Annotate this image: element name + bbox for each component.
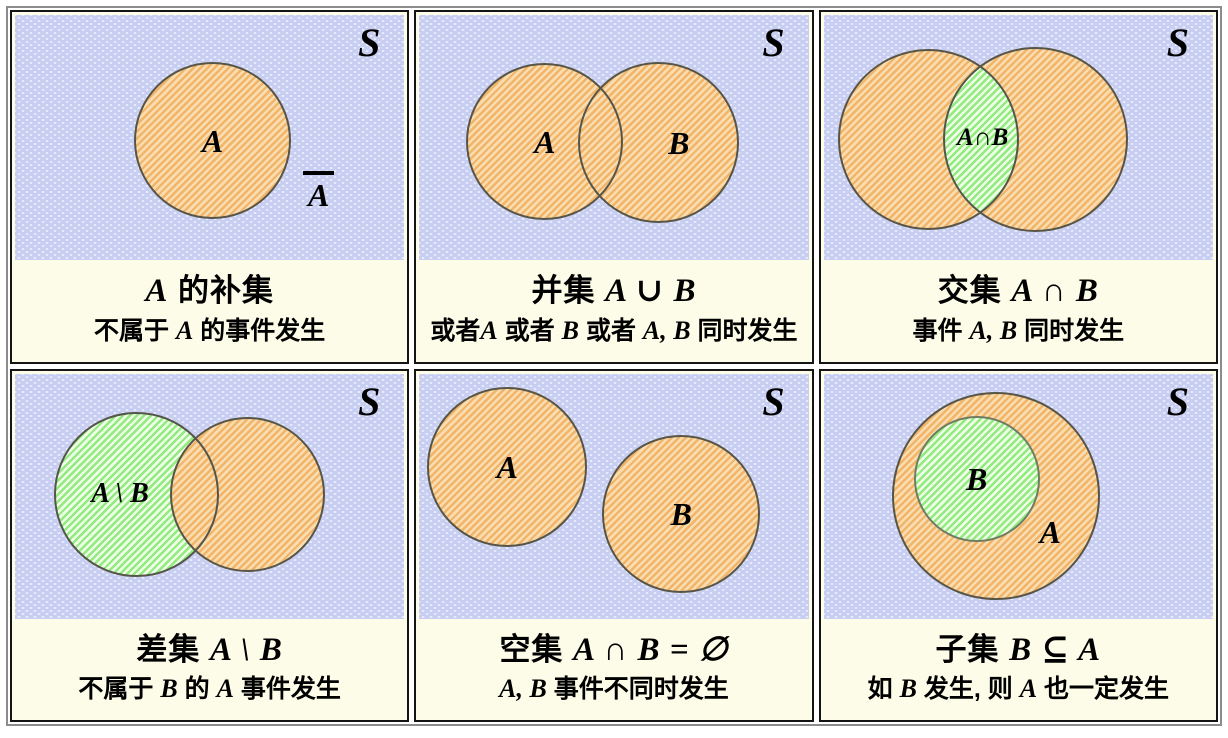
caption-subtitle: 或者A 或者 B 或者 A, B 同时发生 (430, 315, 798, 346)
set-b-outline (170, 416, 325, 572)
universe-label: S (762, 378, 785, 424)
caption-title: 交集 A ∩ B (938, 273, 1099, 309)
set-b-outline (942, 47, 1128, 232)
set-a-label: A (1039, 513, 1061, 550)
universe-box: S A B (419, 373, 809, 619)
caption-text: 同时发生 (690, 316, 798, 345)
caption-text: 的事件发生 (193, 316, 326, 345)
caption-text: 事件 (912, 316, 970, 345)
universe-label: S (358, 20, 381, 65)
universe-label: S (762, 20, 785, 65)
caption-text: 同时发生 (1017, 316, 1125, 345)
math-text: B (899, 674, 917, 704)
math-text: A (175, 315, 194, 345)
caption-text: 也一定发生 (1037, 675, 1170, 704)
universe-box: S A B (419, 15, 809, 260)
venn-cell-subset: S B A 子集 B ⊆ A 如 B 发生, 则 A 也一定发生 (818, 368, 1218, 722)
caption: 子集 B ⊆ A 如 B 发生, 则 A 也一定发生 (824, 619, 1213, 718)
venn-cell-complement: S A A A 的补集 不属于 A 的事件发生 (10, 10, 410, 364)
universe-box: S A \ B (15, 373, 405, 619)
complement-label: A (303, 171, 335, 211)
caption-text: 或者 (430, 316, 481, 345)
difference-label: A \ B (91, 477, 149, 509)
caption-subtitle: 事件 A, B 同时发生 (912, 315, 1125, 346)
a-bar-text: A (303, 171, 335, 211)
caption: 空集 A ∩ B = ∅ A, B 事件不同时发生 (419, 619, 808, 718)
caption-title: 差集 A \ B (136, 632, 283, 668)
caption: 交集 A ∩ B 事件 A, B 同时发生 (824, 260, 1213, 359)
caption: 并集 A ∪ B 或者A 或者 B 或者 A, B 同时发生 (419, 260, 808, 359)
caption-text: 的补集 (168, 273, 274, 309)
math-text: A (216, 674, 234, 704)
caption-text: 空集 (499, 631, 574, 667)
caption-text: 或者 (579, 316, 643, 345)
venn-cell-union: S A B 并集 A ∪ B 或者A 或者 B 或者 A, B 同时发生 (414, 10, 814, 364)
caption-title: 并集 A ∪ B (532, 273, 697, 309)
venn-cell-intersection: S A∩B 交集 A ∩ B 事件 A, B 同时发生 (818, 10, 1218, 364)
caption-title: A 的补集 (145, 273, 274, 309)
caption-text: 或者 (497, 316, 562, 345)
set-b-outline (602, 434, 761, 593)
venn-grid: S A A A 的补集 不属于 A 的事件发生 S A (10, 10, 1218, 722)
math-text: A ∩ B = ∅ (573, 631, 729, 668)
caption-text: 不属于 (94, 316, 176, 345)
caption-text: 差集 (136, 631, 211, 667)
universe-box: S A∩B (823, 15, 1213, 260)
math-text: A, B (969, 315, 1018, 345)
caption-title: 空集 A ∩ B = ∅ (499, 632, 728, 668)
math-text: B (561, 315, 580, 345)
math-text: A ∪ B (605, 273, 697, 310)
universe-box: S B A (823, 373, 1213, 619)
math-text: A (1019, 674, 1038, 704)
caption: A 的补集 不属于 A 的事件发生 (15, 260, 404, 359)
caption-text: 发生, 则 (916, 675, 1020, 704)
caption-title: 子集 B ⊆ A (936, 632, 1102, 668)
math-text: A, B (642, 315, 691, 345)
caption-text: 子集 (935, 631, 1010, 667)
venn-cell-empty-set: S A B 空集 A ∩ B = ∅ A, B 事件不同时发生 (414, 368, 814, 722)
set-b-outline (578, 62, 740, 223)
universe-box: S A A (15, 15, 405, 260)
caption-text: 事件发生 (233, 675, 341, 704)
set-a-outline (891, 391, 1100, 600)
caption-text: 并集 (531, 273, 606, 309)
intersection-label: A∩B (956, 124, 1009, 151)
set-a-outline (134, 62, 291, 219)
caption-text: 事件不同时发生 (546, 675, 729, 704)
math-text: A (145, 273, 169, 310)
caption-subtitle: 如 B 发生, 则 A 也一定发生 (867, 674, 1170, 704)
universe-label: S (1166, 20, 1189, 65)
caption-subtitle: 不属于 B 的 A 事件发生 (78, 674, 341, 704)
caption: 差集 A \ B 不属于 B 的 A 事件发生 (15, 619, 404, 718)
caption-text: 的 (177, 675, 217, 704)
caption-subtitle: 不属于 A 的事件发生 (94, 315, 326, 346)
universe-label: S (1166, 378, 1189, 424)
math-text: A, B (499, 674, 547, 704)
math-text: B (160, 674, 178, 704)
venn-cell-difference: S A \ B 差集 A \ B 不属于 B 的 A 事件发生 (10, 368, 410, 722)
caption-text: 如 (867, 675, 900, 704)
universe-label: S (358, 378, 381, 424)
math-text: A \ B (210, 631, 283, 668)
set-a-outline (427, 386, 588, 547)
caption-subtitle: A, B 事件不同时发生 (499, 674, 729, 704)
math-text: A ∩ B (1011, 273, 1099, 310)
math-text: A (480, 315, 498, 345)
math-text: B ⊆ A (1009, 631, 1102, 668)
caption-text: 交集 (937, 273, 1012, 309)
figure-frame: S A A A 的补集 不属于 A 的事件发生 S A (6, 6, 1222, 726)
caption-text: 不属于 (78, 675, 161, 704)
